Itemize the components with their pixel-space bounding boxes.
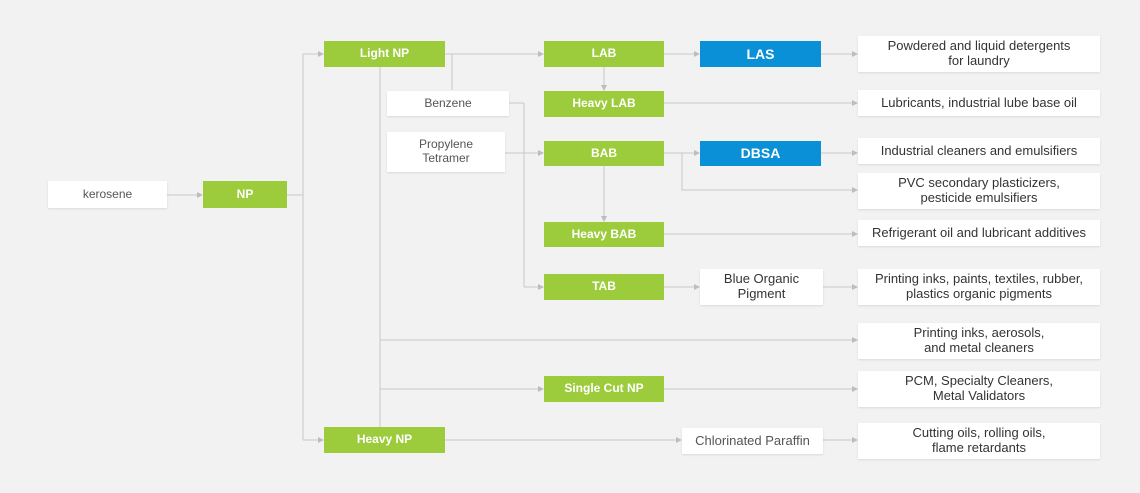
node-chlorinated-paraffin: Chlorinated Paraffin — [682, 428, 823, 454]
output-industrial-cleaners: Industrial cleaners and emulsifiers — [858, 138, 1100, 164]
edge-bab-plasticizers — [681, 153, 858, 193]
node-single-cut-np: Single Cut NP — [544, 376, 664, 402]
output-printing-inks-aerosols: Printing inks, aerosols, and metal clean… — [858, 323, 1100, 359]
node-lab: LAB — [544, 41, 664, 67]
node-light-np: Light NP — [324, 41, 445, 67]
output-detergents: Powdered and liquid detergents for laund… — [858, 36, 1100, 72]
output-pcm-cleaners: PCM, Specialty Cleaners, Metal Validator… — [858, 371, 1100, 407]
node-tab: TAB — [544, 274, 664, 300]
node-las: LAS — [700, 41, 821, 67]
node-blue-organic-pigment: Blue Organic Pigment — [700, 269, 823, 305]
node-dbsa: DBSA — [700, 141, 821, 166]
node-heavy-lab: Heavy LAB — [544, 91, 664, 117]
node-heavy-np: Heavy NP — [324, 427, 445, 453]
output-lubricants: Lubricants, industrial lube base oil — [858, 90, 1100, 116]
output-refrigerant-oil: Refrigerant oil and lubricant additives — [858, 220, 1100, 246]
node-np: NP — [203, 181, 287, 208]
output-plasticizers: PVC secondary plasticizers, pesticide em… — [858, 173, 1100, 209]
node-bab: BAB — [544, 141, 664, 166]
node-heavy-bab: Heavy BAB — [544, 222, 664, 247]
node-kerosene: kerosene — [48, 181, 167, 208]
node-propylene-tetramer: Propylene Tetramer — [387, 132, 505, 172]
output-cutting-oils: Cutting oils, rolling oils, flame retard… — [858, 423, 1100, 459]
node-benzene: Benzene — [387, 91, 509, 116]
output-organic-pigments: Printing inks, paints, textiles, rubber,… — [858, 269, 1100, 305]
